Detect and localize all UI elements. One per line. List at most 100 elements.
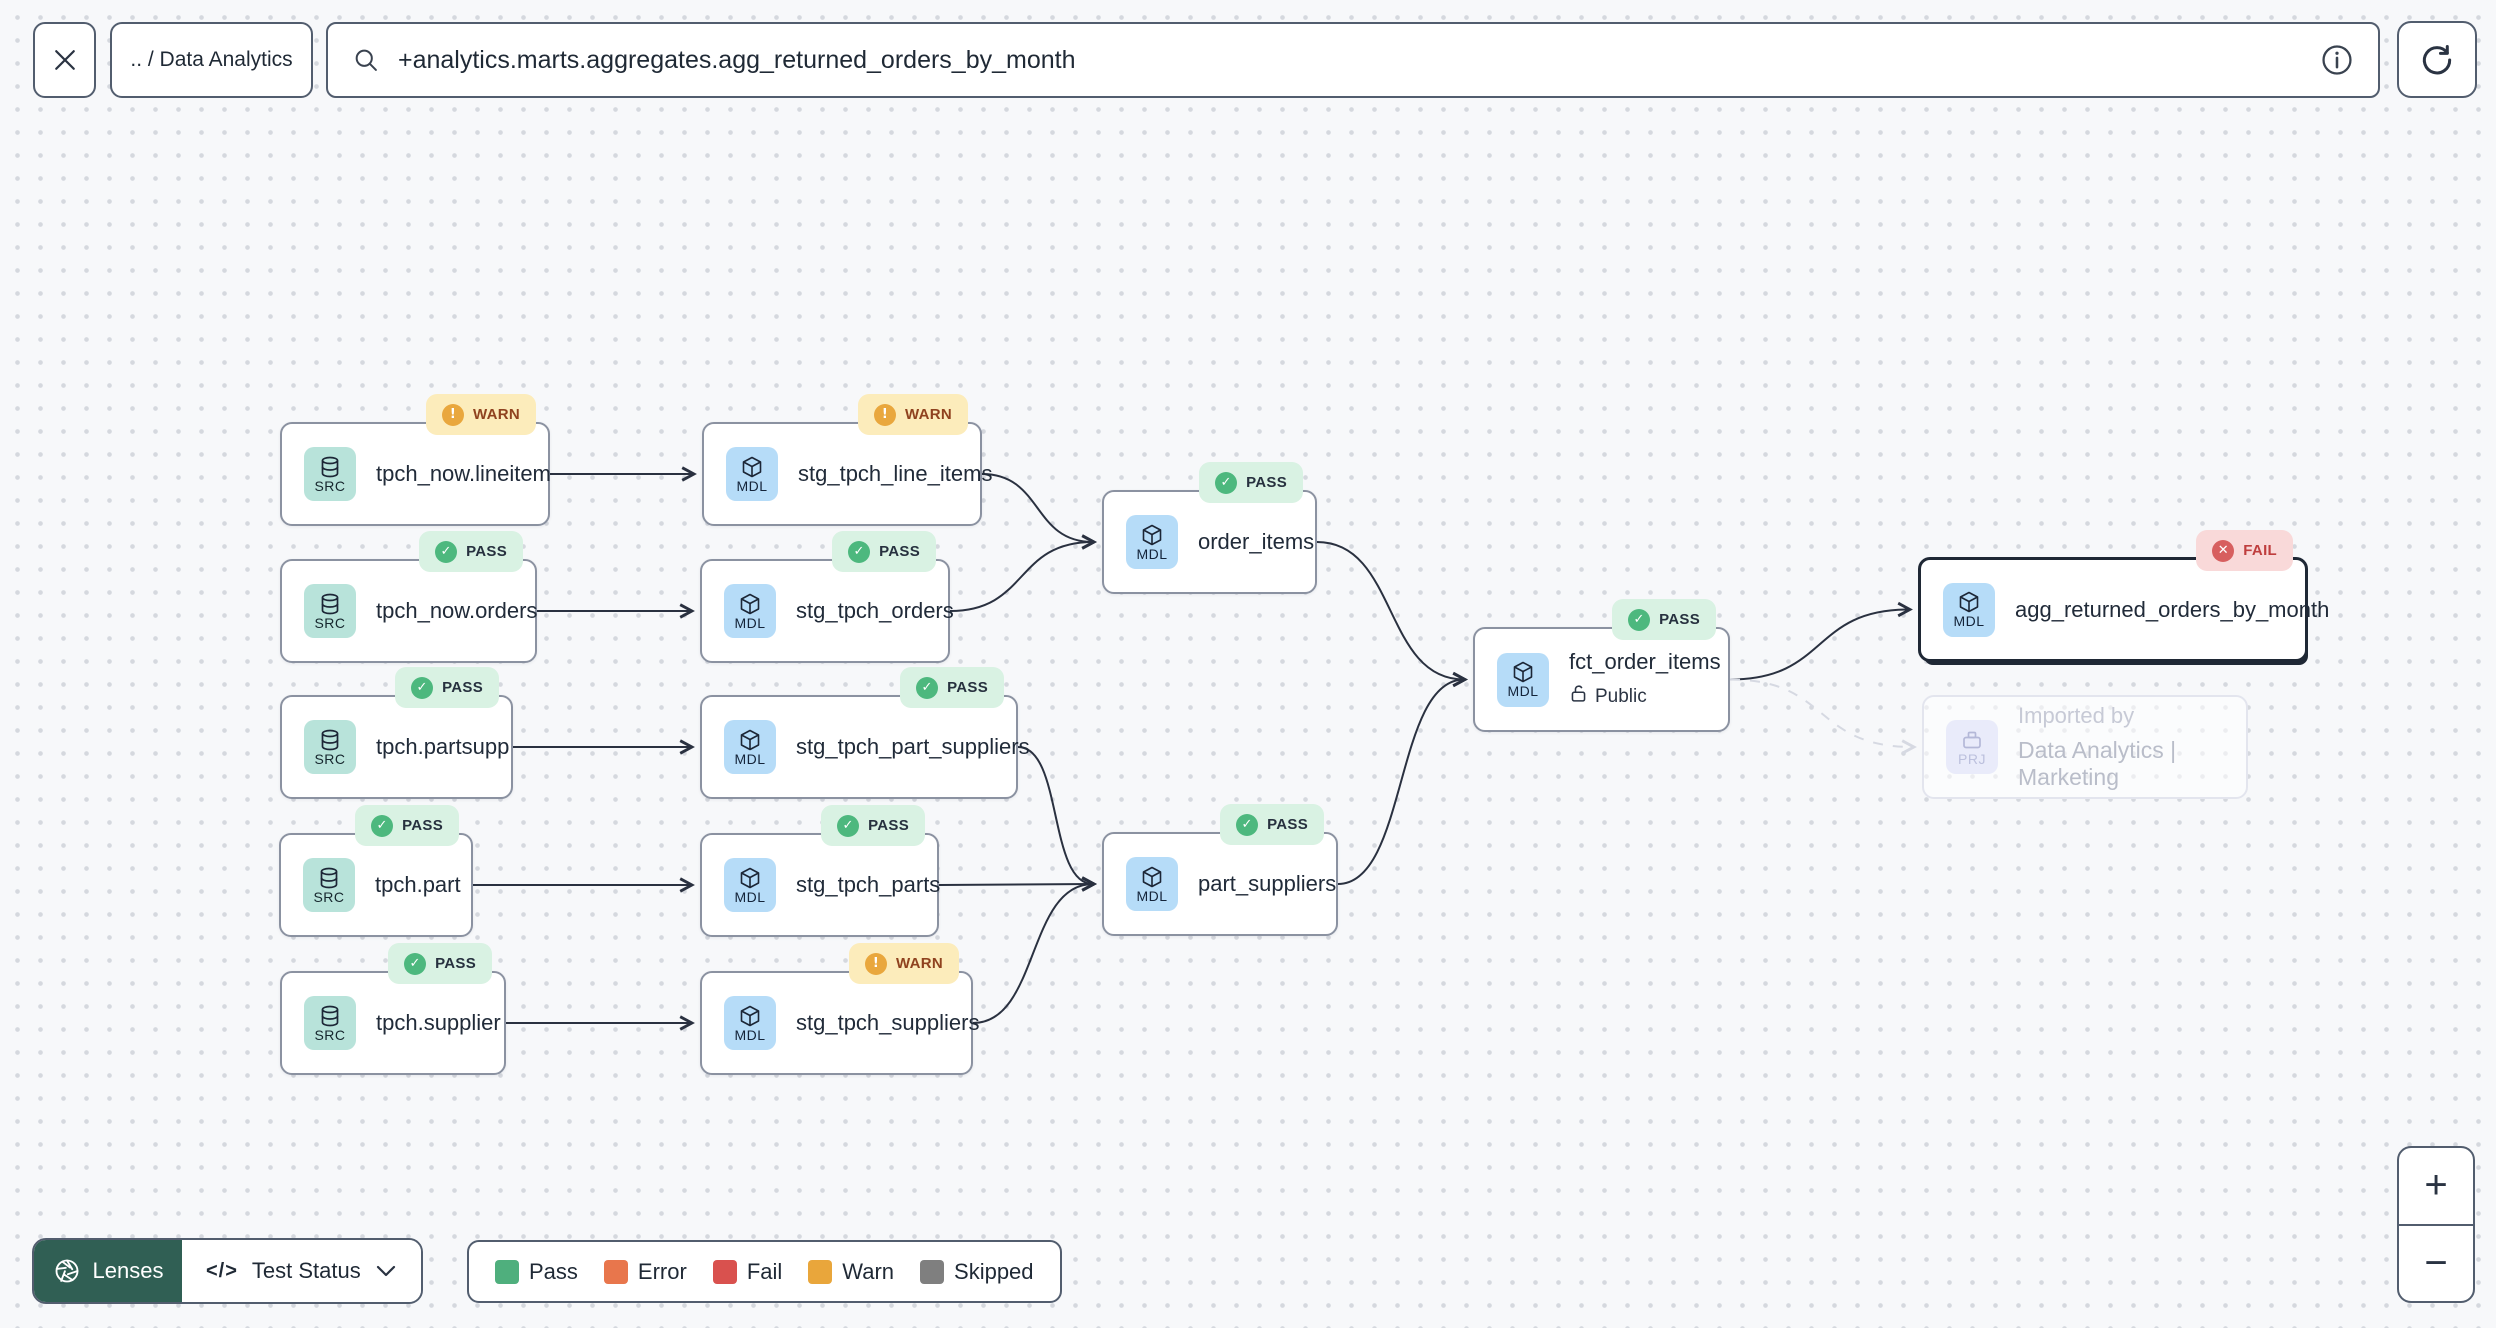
legend-item-pass: Pass	[495, 1259, 578, 1285]
legend-item-fail: Fail	[712, 1258, 783, 1285]
node-label: Imported by	[2018, 703, 2135, 728]
node-type-tile: MDL	[1126, 515, 1178, 569]
node-type-tile: PRJ	[1946, 720, 1998, 774]
pass-circle-icon: ✓	[411, 676, 434, 699]
zoom-in-button[interactable]: +	[2399, 1148, 2473, 1226]
lineage-edge	[972, 876, 1097, 1024]
database-icon	[318, 728, 342, 752]
test-status-badge: ✓ PASS	[832, 531, 936, 572]
lineage-edge	[949, 534, 1097, 612]
legend-item-skipped: Skipped	[920, 1259, 1034, 1285]
lineage-edge	[1729, 678, 1917, 755]
test-status-badge: ✓ PASS	[395, 667, 499, 708]
node-type-tile: SRC	[304, 447, 356, 501]
breadcrumb[interactable]: .. / Data Analytics	[110, 22, 313, 98]
cube-icon	[738, 592, 762, 616]
badge-label: PASS	[442, 679, 483, 696]
legend-label: Fail	[746, 1258, 783, 1284]
cube-icon	[738, 1004, 762, 1028]
database-icon	[318, 1004, 342, 1028]
badge-label: FAIL	[2243, 542, 2277, 559]
node-label: tpch.partsupp	[376, 734, 510, 759]
legend-label: Skipped	[954, 1258, 1034, 1284]
legend-swatch-icon	[603, 1259, 628, 1284]
pass-circle-icon: ✓	[848, 540, 871, 563]
search-input[interactable]	[396, 44, 2304, 76]
node-type-tile: SRC	[304, 584, 356, 638]
legend-item-error: Error	[603, 1258, 687, 1285]
node-label: tpch_now.orders	[376, 598, 538, 623]
info-icon[interactable]	[2320, 43, 2354, 77]
badge-label: PASS	[466, 543, 507, 560]
node-type-label: MDL	[734, 888, 766, 905]
node-type-label: MDL	[734, 1026, 766, 1043]
badge-label: PASS	[435, 955, 476, 972]
node-type-label: SRC	[313, 888, 345, 905]
warn-circle-icon: !	[441, 403, 464, 426]
node-type-label: SRC	[314, 614, 346, 631]
node-type-tile: MDL	[724, 584, 776, 638]
badge-label: PASS	[868, 817, 909, 834]
node-type-tile: MDL	[1943, 582, 1995, 637]
node-type-label: MDL	[1136, 887, 1168, 904]
lineage-node-imported_by[interactable]: PRJ Imported by Data Analytics | Marketing	[1922, 695, 2248, 799]
pass-circle-icon: ✓	[435, 540, 458, 563]
node-label: stg_tpch_parts	[796, 872, 941, 897]
lineage-node-tpch_now_orders[interactable]: ✓ PASS SRC tpch_now.orders	[280, 531, 538, 663]
node-type-tile: SRC	[303, 858, 355, 912]
legend-swatch-icon	[495, 1259, 519, 1284]
database-icon	[317, 866, 341, 890]
refresh-button[interactable]	[2397, 21, 2477, 98]
node-type-label: SRC	[314, 750, 346, 767]
test-status-badge: ✓PASS	[355, 805, 459, 846]
chevron-down-icon	[376, 1265, 395, 1277]
badge-label: WARN	[472, 406, 520, 423]
refresh-icon	[2422, 44, 2452, 74]
lens-selector[interactable]: </> Test Status	[182, 1240, 421, 1302]
node-type-label: MDL	[1507, 683, 1539, 699]
legend-swatch-icon	[920, 1259, 945, 1284]
fail-circle-icon: ✕	[2212, 539, 2235, 562]
database-icon	[318, 592, 342, 616]
test-status-badge: !WARN	[848, 943, 959, 984]
node-label: stg_tpch_orders	[796, 598, 954, 623]
pass-circle-icon: ✓	[404, 952, 427, 975]
badge-label: PASS	[879, 543, 920, 560]
node-type-label: MDL	[734, 750, 766, 767]
code-icon: </>	[206, 1259, 238, 1282]
pass-circle-icon: ✓	[1236, 813, 1259, 836]
node-label: order_items	[1198, 529, 1315, 554]
test-status-badge: ✓PASS	[1220, 804, 1324, 845]
lineage-edge	[981, 473, 1097, 550]
node-label: fct_order_items	[1569, 648, 1721, 674]
badge-label: PASS	[947, 679, 988, 696]
lineage-node-tpch_partsupp[interactable]: ✓ PASS SRC tpch.partsupp	[280, 667, 513, 799]
close-button[interactable]	[33, 22, 96, 98]
node-type-label: MDL	[1953, 613, 1985, 629]
node-sublabel: Data Analytics | Marketing	[2018, 737, 2177, 790]
badge-label: WARN	[904, 406, 952, 423]
zoom-out-button[interactable]: −	[2424, 1240, 2448, 1285]
legend-label: Error	[637, 1258, 687, 1284]
badge-label: PASS	[1659, 611, 1700, 628]
lenses-button[interactable]: Lenses	[34, 1240, 182, 1302]
cube-icon	[1140, 865, 1164, 889]
lineage-edge	[938, 876, 1097, 892]
pass-circle-icon: ✓	[916, 676, 939, 699]
lineage-node-stg_tpch_orders[interactable]: ✓ PASS MDL stg_tpch_orders	[700, 531, 954, 663]
cube-icon	[738, 866, 762, 890]
